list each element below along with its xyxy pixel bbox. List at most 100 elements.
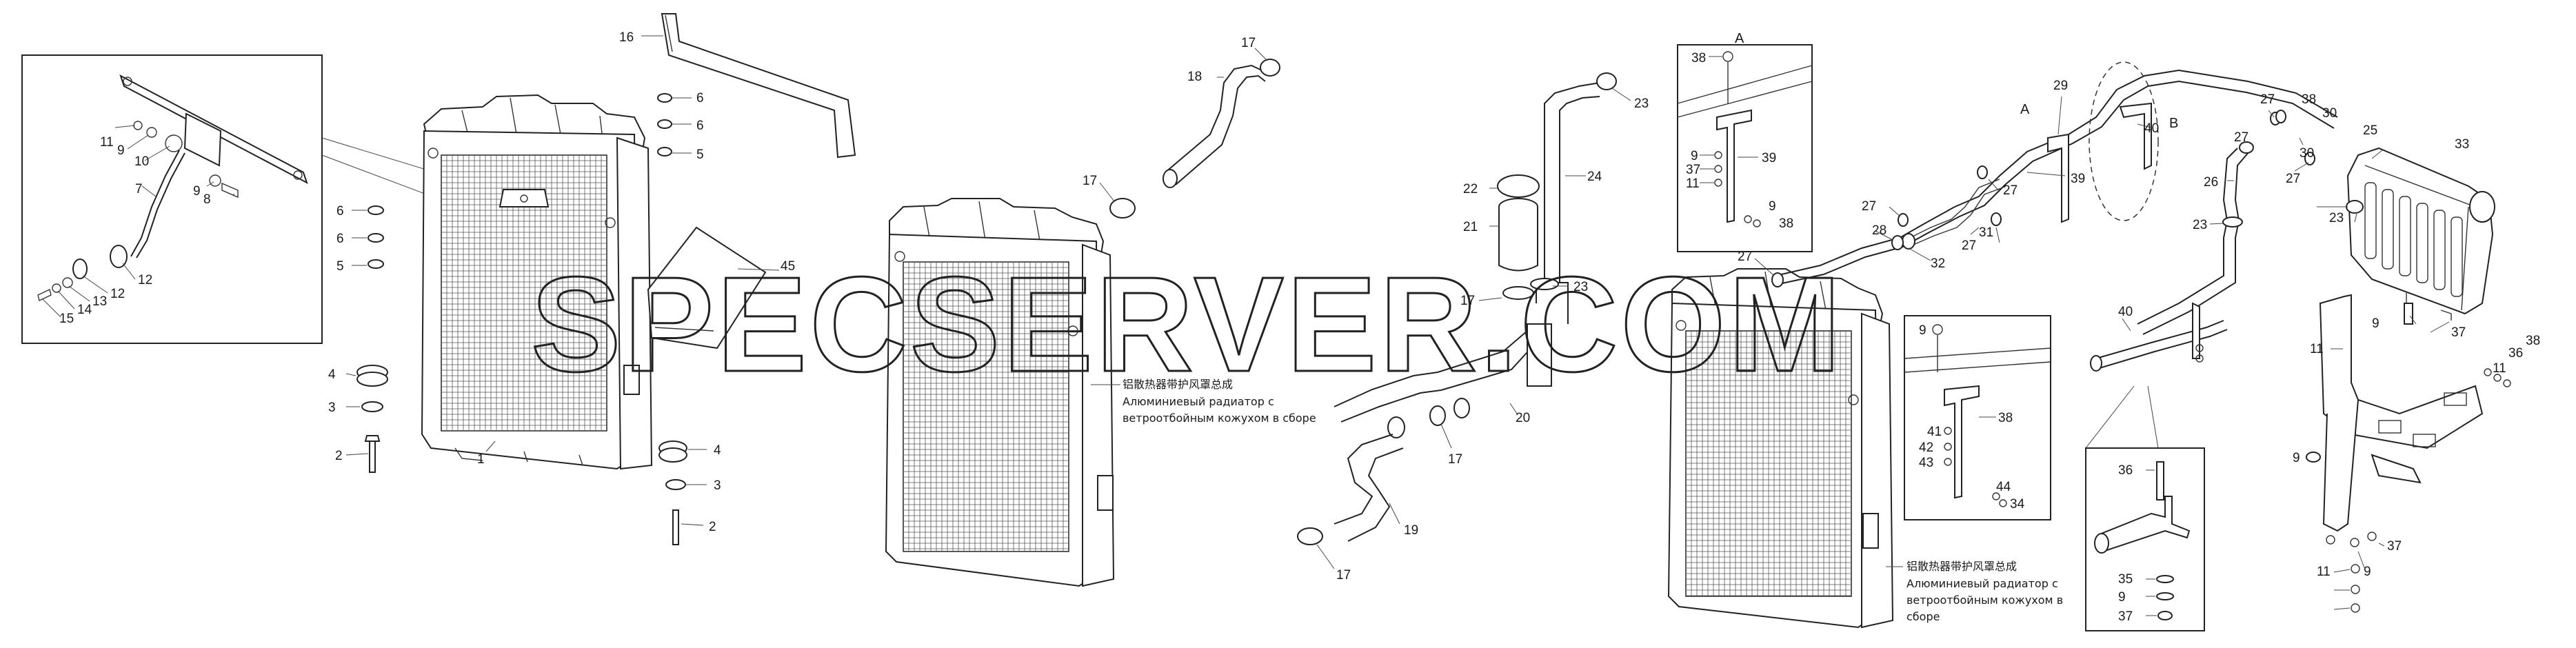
caption-ru-center-1: Алюминиевый радиатор с <box>1123 395 1274 408</box>
callout-5: 5 <box>696 148 704 162</box>
callout-28: 28 <box>1872 223 1886 238</box>
tank-ribs <box>2364 182 2463 297</box>
callout-27: 27 <box>1738 250 1752 264</box>
callout-10: 10 <box>134 154 149 169</box>
callout-39: 39 <box>2071 172 2085 186</box>
caption-zh-center: 铝散热器带护风罩总成 <box>1123 378 1233 391</box>
callout-36: 9 <box>2293 451 2300 465</box>
callout-26: 26 <box>2204 175 2218 190</box>
mount-stack-right <box>658 441 707 545</box>
callout-27: 27 <box>2286 172 2300 186</box>
callout-6: 6 <box>696 91 704 105</box>
callout-17: 17 <box>1241 36 1256 50</box>
caption-ru-right-2: ветроотбойным кожухом в <box>1906 594 2063 607</box>
callout-9: 37 <box>2387 539 2402 554</box>
callout-25: 40 <box>2118 305 2133 319</box>
callout-38: 38 <box>1691 51 1706 65</box>
callout-29: 29 <box>2053 79 2068 93</box>
callout-39: 39 <box>1762 151 1776 165</box>
expansion-pipework <box>1754 61 2511 613</box>
callout-22: 22 <box>1463 182 1478 196</box>
callout-23: 23 <box>1634 97 1649 111</box>
nut-stack-left <box>352 205 384 269</box>
caption-ru-right-1: Алюминиевый радиатор с <box>1906 577 2058 590</box>
callout-4: 4 <box>714 443 721 458</box>
caption-ru-right-3: сборе <box>1906 610 1940 623</box>
callout-11: 43 <box>1919 456 1933 470</box>
callout-27: 27 <box>1862 199 1876 214</box>
callout-27: 27 <box>2260 92 2275 107</box>
callout-8: 8 <box>203 192 211 207</box>
callout-9: 9 <box>117 143 125 158</box>
detail-b-box <box>1904 315 2051 520</box>
callout-9: 41 <box>1927 425 1942 439</box>
callout-15: 15 <box>59 312 74 326</box>
callout-12: 12 <box>110 287 125 301</box>
callout-9: 11 <box>2493 361 2506 376</box>
callout-33: 33 <box>2455 137 2469 152</box>
filler-pipe-24 <box>1478 72 1631 387</box>
detail-a-box <box>1677 44 1813 252</box>
caption-ru-center-2: ветроотбойным кожухом в сборе <box>1123 412 1316 425</box>
radiator-right <box>1667 268 1894 629</box>
callout-37: 36 <box>2508 346 2523 361</box>
callout-27: 25 <box>2363 123 2377 138</box>
callout-2: 2 <box>709 520 716 534</box>
caption-zh-right: 铝散热器带护风罩总成 <box>1906 560 2017 573</box>
callout-34: 9 <box>2372 316 2379 331</box>
callout-20: 20 <box>1516 411 1530 425</box>
callout-37: 42 <box>1919 441 1933 455</box>
callout-3: 3 <box>328 401 336 415</box>
callout-6: 6 <box>696 119 704 133</box>
callout-16: 16 <box>619 30 634 45</box>
callout-13: 13 <box>92 294 107 309</box>
callout-42: 35 <box>2118 572 2133 587</box>
callout-38: 38 <box>1779 216 1793 231</box>
callout-3: 3 <box>714 478 721 493</box>
callout-21: 21 <box>1463 220 1478 234</box>
callout-14: 14 <box>77 303 92 317</box>
callout-43: 9 <box>2118 590 2126 605</box>
callout-9: 9 <box>1691 149 1698 163</box>
callout-36: 37 <box>2451 325 2466 340</box>
callout-44: 37 <box>2118 609 2133 624</box>
callout-17: 17 <box>1336 568 1351 583</box>
callout-19: 19 <box>1404 523 1418 538</box>
mount-stack-left <box>345 365 388 473</box>
callout-5: 5 <box>336 259 344 274</box>
callout-24: 24 <box>1587 170 1602 184</box>
callout-27: 27 <box>2234 130 2248 145</box>
callout-30: 30 <box>2300 146 2314 161</box>
bracket-16 <box>641 13 856 159</box>
detail-inset-left <box>21 54 323 344</box>
detail-clamp-box <box>2085 385 2205 631</box>
callout-41: 36 <box>2118 463 2133 478</box>
callout-7: 7 <box>135 182 143 196</box>
callout-37: 37 <box>1686 163 1700 177</box>
callout-6: 6 <box>336 204 344 219</box>
radiator-center <box>885 198 1115 587</box>
callout-38: 9 <box>1919 323 1926 338</box>
callout-23: 23 <box>2193 218 2207 232</box>
callout-9: 9 <box>193 184 201 199</box>
callout-38: 9 <box>2364 565 2371 579</box>
callout-9: 44 <box>1996 480 2011 494</box>
watermark: SPECSERVER.COM <box>531 249 1844 400</box>
callout-40: 38 <box>1998 411 2013 425</box>
callout-27: 38 <box>2302 92 2316 107</box>
callout-17: 17 <box>1448 452 1462 467</box>
view-a-label: A <box>1735 31 1744 46</box>
callout-6: 6 <box>336 232 344 246</box>
radiator-left <box>421 94 767 470</box>
callout-1: 1 <box>477 452 485 467</box>
view-a-lead-label: A <box>2020 102 2030 117</box>
callout-9: 9 <box>1769 199 1776 214</box>
callout-11: 11 <box>100 135 114 150</box>
callout-40: 40 <box>2144 121 2159 136</box>
callout-12: 12 <box>138 273 152 287</box>
callout-23: 23 <box>2329 211 2344 225</box>
callout-30: 30 <box>2322 106 2337 121</box>
callout-35: 11 <box>2310 342 2324 356</box>
callout-18: 18 <box>1187 70 1202 84</box>
